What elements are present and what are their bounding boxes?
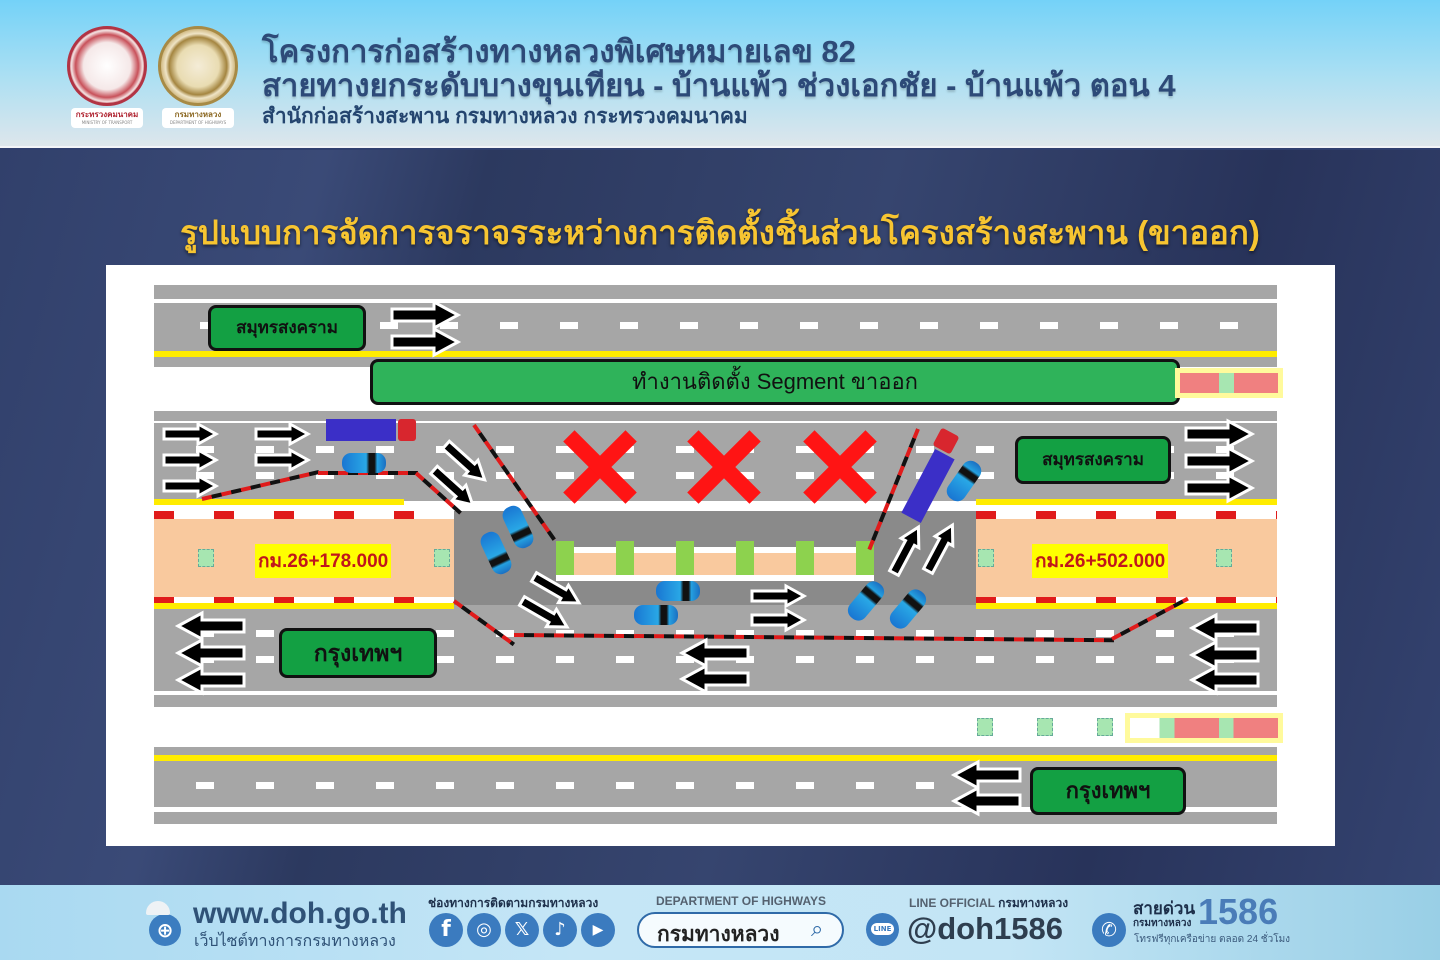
hotline-label: สายด่วน	[1133, 899, 1196, 918]
pier-marker	[978, 549, 994, 567]
website-caption: เว็บไซต์ทางการกรมทางหลวง	[194, 933, 396, 950]
ministry-logo-caption: กระทรวงคมนาคม MINISTRY OF TRANSPORT	[71, 108, 143, 128]
lane-line	[154, 499, 404, 505]
direction-sign-bangkok: กรุงเทพฯ	[1030, 767, 1186, 815]
lane-line	[154, 351, 1277, 357]
tiktok-icon[interactable]: ♪	[543, 913, 577, 947]
search-text: กรมทางหลวง	[657, 923, 780, 946]
truck-icon	[326, 419, 396, 441]
pier-marker	[1097, 718, 1113, 736]
hotline-note: โทรฟรีทุกเครือข่าย ตลอด 24 ชั่วโมง	[1134, 934, 1291, 945]
search-icon[interactable]: ⌕	[811, 916, 824, 941]
x-icon[interactable]: 𝕏	[505, 913, 539, 947]
km-marker-right: กม.26+502.000	[1032, 544, 1169, 578]
line-caption: LINE OFFICIAL กรมทางหลวง	[909, 896, 1069, 910]
globe-icon: ⊕	[149, 914, 181, 946]
pier-marker	[198, 549, 214, 567]
road-shoulder	[154, 285, 1277, 299]
road-shoulder	[154, 695, 1277, 707]
traffic-barrier	[318, 471, 418, 475]
median-kerb	[154, 511, 454, 519]
hotline-sub: กรมทางหลวง	[1133, 918, 1192, 929]
helmet-icon	[146, 901, 170, 915]
traffic-diagram: ทำงานติดตั้ง Segment ขาออก กม.26+178.000…	[106, 265, 1335, 846]
segment-preview	[1130, 718, 1278, 738]
pier-marker	[1216, 549, 1232, 567]
facebook-icon[interactable]: f	[429, 913, 463, 947]
doh-logo-caption: กรมทางหลวง DEPARTMENT OF HIGHWAYS	[162, 108, 234, 128]
ministry-of-transport-logo-icon	[67, 26, 147, 106]
lane-dashes	[196, 630, 1276, 637]
road-shoulder	[154, 812, 1277, 824]
instagram-icon[interactable]: ◎	[467, 913, 501, 947]
road-shoulder	[154, 411, 1277, 421]
lane-line	[976, 499, 1277, 505]
project-route: สายทางยกระดับบางขุนเทียน - บ้านแพ้ว ช่วง…	[262, 68, 1176, 103]
line-id[interactable]: @doh1586	[907, 911, 1063, 946]
header: กระทรวงคมนาคม MINISTRY OF TRANSPORT กรมท…	[0, 0, 1440, 148]
lane-line	[154, 755, 1277, 761]
pier-marker	[434, 549, 450, 567]
direction-sign-bangkok: กรุงเทพฯ	[279, 628, 437, 678]
hotline-number[interactable]: 1586	[1198, 891, 1279, 932]
project-agency: สำนักก่อสร้างสะพาน กรมทางหลวง กระทรวงคมน…	[262, 105, 748, 128]
search-box[interactable]: กรมทางหลวง ⌕	[637, 912, 844, 948]
car-icon	[634, 605, 678, 625]
median-kerb	[976, 511, 1277, 519]
phone-icon: ✆	[1092, 913, 1126, 947]
work-zone-sign: ทำงานติดตั้ง Segment ขาออก	[370, 359, 1180, 405]
lane-line	[976, 603, 1277, 609]
department-of-highways-logo-icon	[158, 26, 238, 106]
direction-sign-samut-songkhram: สมุทรสงคราม	[1015, 436, 1171, 484]
search-caption: DEPARTMENT OF HIGHWAYS	[656, 894, 827, 908]
pier-marker	[1037, 718, 1053, 736]
car-icon	[656, 581, 700, 601]
median-kerb	[976, 597, 1277, 605]
youtube-icon[interactable]: ▶	[581, 913, 615, 947]
segment-preview	[1180, 373, 1278, 393]
direction-sign-samut-songkhram: สมุทรสงคราม	[208, 305, 366, 351]
km-marker-left: กม.26+178.000	[255, 544, 392, 578]
road-shoulder	[154, 747, 1277, 755]
project-title: โครงการก่อสร้างทางหลวงพิเศษหมายเลข 82	[262, 34, 856, 69]
direction-arrows	[162, 300, 1260, 816]
lane-line	[154, 603, 454, 609]
pier-marker	[977, 718, 993, 736]
lane-dashes	[196, 782, 956, 789]
truck-cab-icon	[398, 419, 416, 441]
segment-markers	[556, 541, 874, 575]
car-icon	[342, 453, 386, 473]
page-title: รูปแบบการจัดการจราจรระหว่างการติดตั้งชิ้…	[180, 214, 1260, 251]
median-kerb	[154, 597, 454, 605]
lane-dashes	[200, 322, 1280, 329]
website-link[interactable]: www.doh.go.th	[193, 897, 407, 930]
social-caption: ช่องทางการติดตามกรมทางหลวง	[428, 896, 599, 910]
line-icon[interactable]: LINE	[866, 913, 899, 946]
